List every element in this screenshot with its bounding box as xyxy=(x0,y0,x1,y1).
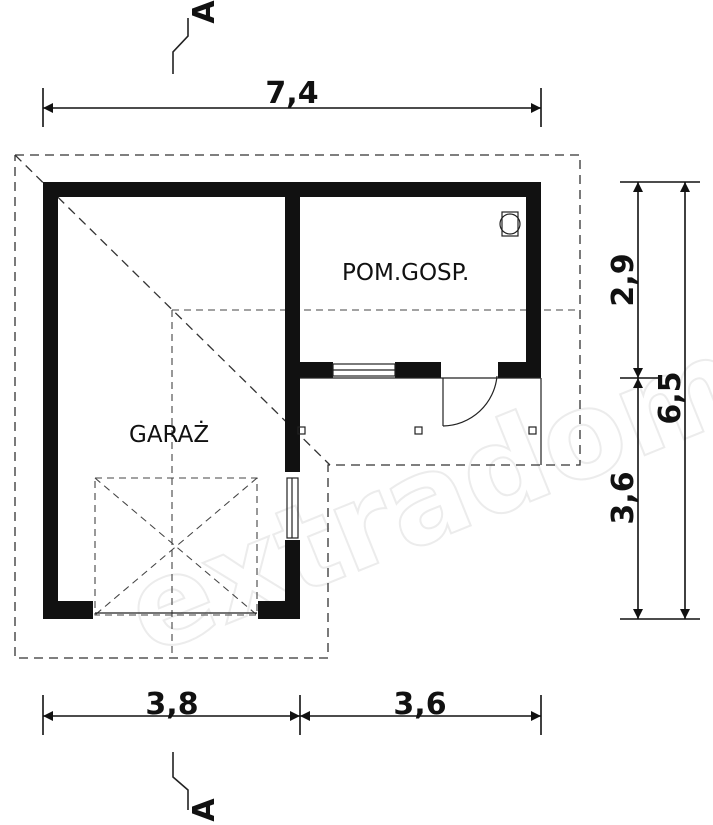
section-marker-bottom: A xyxy=(172,752,222,822)
dimension-right-depths: 2,9 3,6 6,5 xyxy=(606,181,700,620)
garage-door-outline xyxy=(94,477,258,616)
utility-door xyxy=(442,375,498,427)
roof-outline xyxy=(14,154,581,659)
walls xyxy=(43,182,541,619)
dimension-bottom-widths: 3,8 3,6 xyxy=(42,687,542,735)
boiler-icon xyxy=(499,211,521,237)
terrace xyxy=(297,377,542,465)
windows xyxy=(286,363,396,539)
dimension-label-total-depth: 6,5 xyxy=(653,371,688,424)
dimension-label-total-width: 7,4 xyxy=(265,76,318,111)
dimension-label-left-width: 3,8 xyxy=(145,687,198,722)
room-label-utility: POM.GOSP. xyxy=(342,260,469,286)
section-label-top: A xyxy=(187,0,222,24)
dimension-label-right-width: 3,6 xyxy=(393,687,446,722)
section-label-bottom: A xyxy=(187,798,222,822)
dimension-label-bottom-depth: 3,6 xyxy=(606,471,641,524)
room-label-garage: GARAŻ xyxy=(129,420,209,448)
dimension-label-top-depth: 2,9 xyxy=(606,253,641,306)
section-marker-top: A xyxy=(172,0,222,74)
dimension-total-width: 7,4 xyxy=(42,76,542,127)
